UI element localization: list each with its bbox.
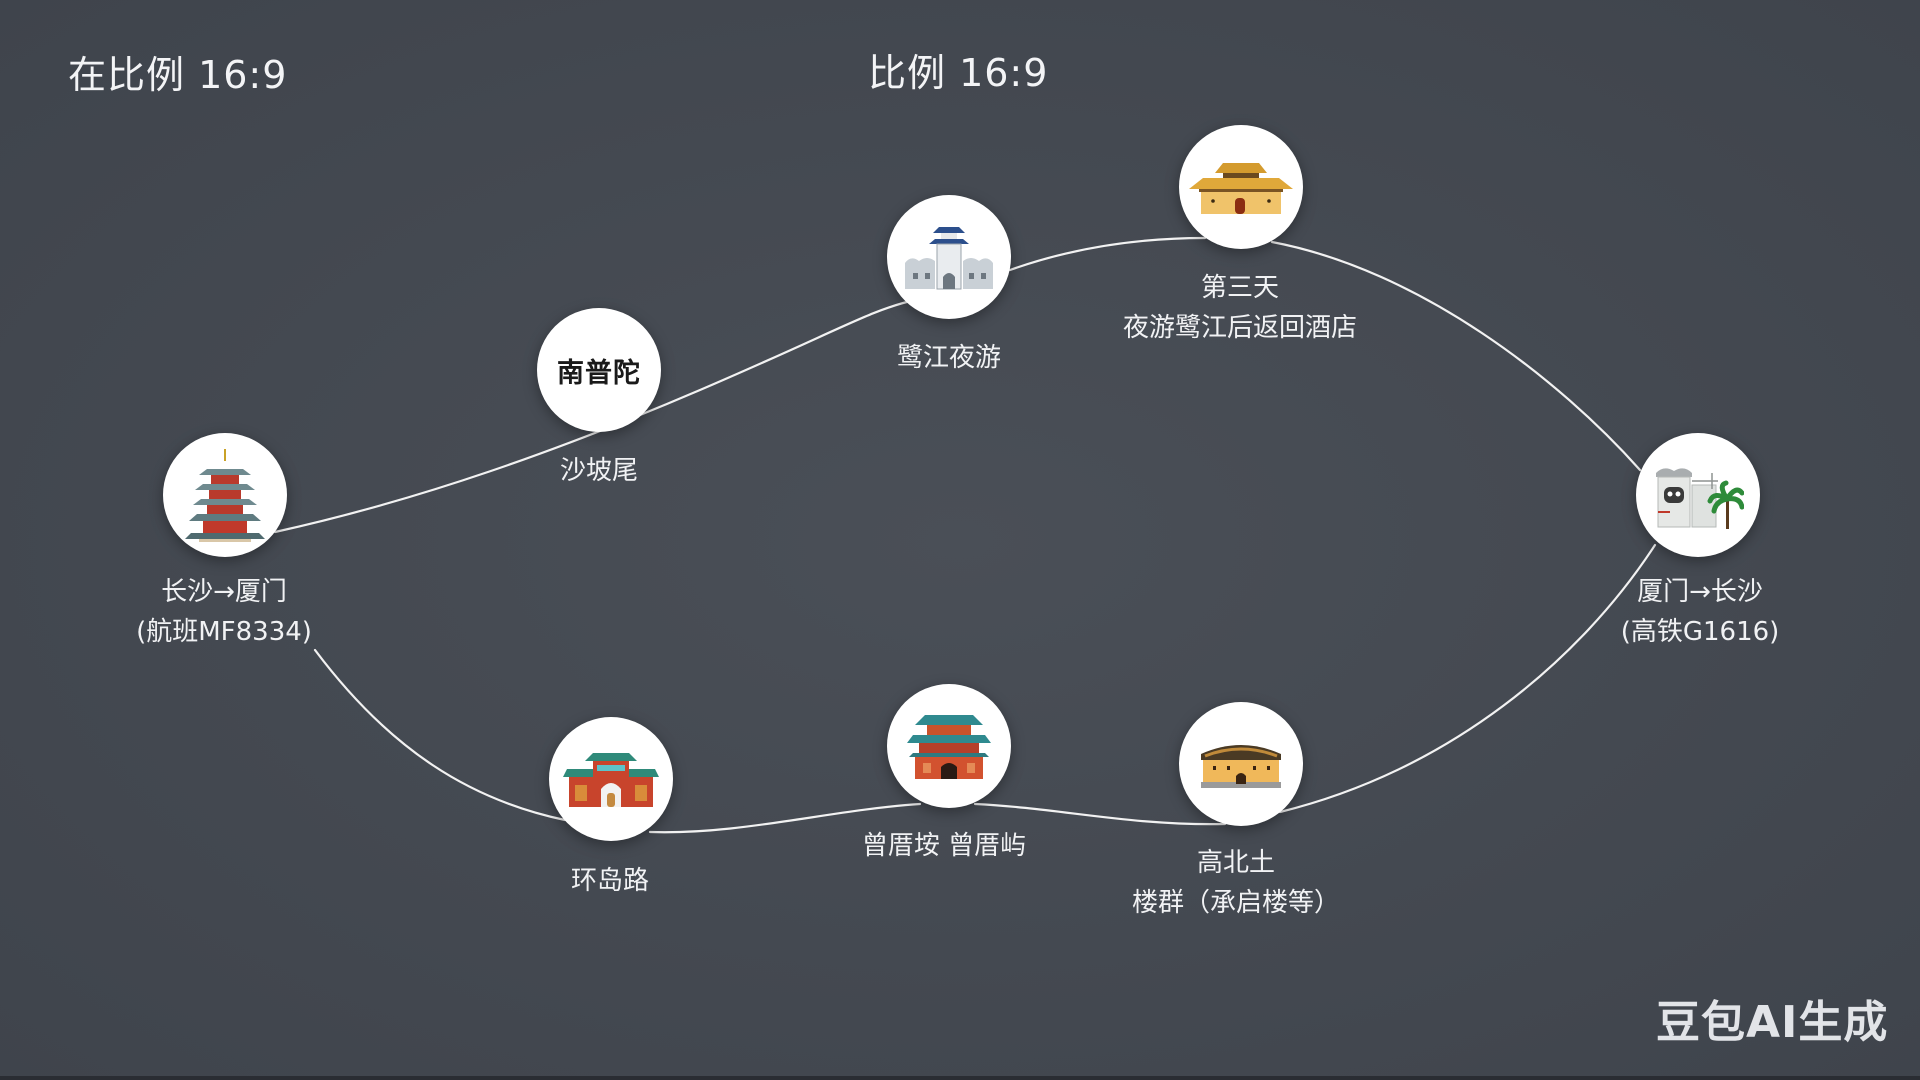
label-line: (航班MF8334) <box>136 617 312 647</box>
label-changsha-xiamen: 长沙→厦门 (航班MF8334) <box>136 572 312 652</box>
node-nanputuo[interactable]: 南普陀 <box>537 308 661 432</box>
label-line: 鹭江夜游 <box>896 343 1002 373</box>
label-line: 楼群（承启楼等） <box>1131 888 1341 918</box>
title-center: 比例 16:9 <box>868 51 1049 95</box>
route-segment-tulou-to-xiamen <box>1278 543 1657 814</box>
label-line: 厦门→长沙 <box>1637 577 1763 607</box>
route-segment-egret-to-day3 <box>1008 236 1207 272</box>
label-line: 高北土 <box>1196 848 1276 878</box>
node-tulou[interactable] <box>1179 702 1303 826</box>
bottom-edge <box>0 1076 1920 1080</box>
label-line: 曾厝垵 曾厝屿 <box>861 831 1027 861</box>
archway-icon <box>563 753 659 807</box>
watermark: 豆包AI生成 <box>1656 997 1889 1048</box>
label-day-three: 第三天 夜游鹭江后返回酒店 <box>1123 268 1357 348</box>
label-xiamen-changsha: 厦门→长沙 (高铁G1616) <box>1621 572 1780 652</box>
label-shapowei: 沙坡尾 <box>560 451 638 491</box>
label-line: 长沙→厦门 <box>161 577 287 607</box>
node-day-three[interactable] <box>1179 125 1303 249</box>
street-palm-icon <box>1656 468 1744 529</box>
route-segment-day3-to-xiamen <box>1270 240 1642 472</box>
tulou-icon <box>1201 745 1281 788</box>
title-left: 在比例 16:9 <box>68 53 288 97</box>
node-nanputuo-text: 南普陀 <box>557 357 641 389</box>
palace-icon <box>1189 163 1293 214</box>
node-huandao-road[interactable] <box>549 717 673 841</box>
label-huandao-road: 环岛路 <box>571 861 649 901</box>
label-line: 第三天 <box>1200 273 1280 303</box>
label-line: 环岛路 <box>570 866 650 896</box>
node-changsha-xiamen[interactable] <box>163 433 287 557</box>
node-egret-river[interactable] <box>887 195 1011 319</box>
route-segment-changsha-to-huandao <box>313 648 567 822</box>
gate-tower-icon <box>905 227 993 290</box>
route-segment-zengcuoan-to-tulou <box>973 802 1227 826</box>
pagoda-icon <box>185 449 265 542</box>
label-zengcuoan: 曾厝垵 曾厝屿 <box>862 826 1026 866</box>
route-segment-huandao-to-zengcuoan <box>648 802 922 834</box>
label-line: 夜游鹭江后返回酒店 <box>1122 313 1358 343</box>
label-egret-river: 鹭江夜游 <box>897 338 1001 378</box>
temple-icon <box>907 715 991 779</box>
node-zengcuoan[interactable] <box>887 684 1011 808</box>
label-line: 沙坡尾 <box>559 456 639 486</box>
node-xiamen-changsha[interactable] <box>1636 433 1760 557</box>
route-segment-changsha-to-egret <box>273 298 917 534</box>
label-line: (高铁G1616) <box>1620 617 1780 647</box>
label-tulou: 高北土 楼群（承启楼等） <box>1132 843 1340 923</box>
